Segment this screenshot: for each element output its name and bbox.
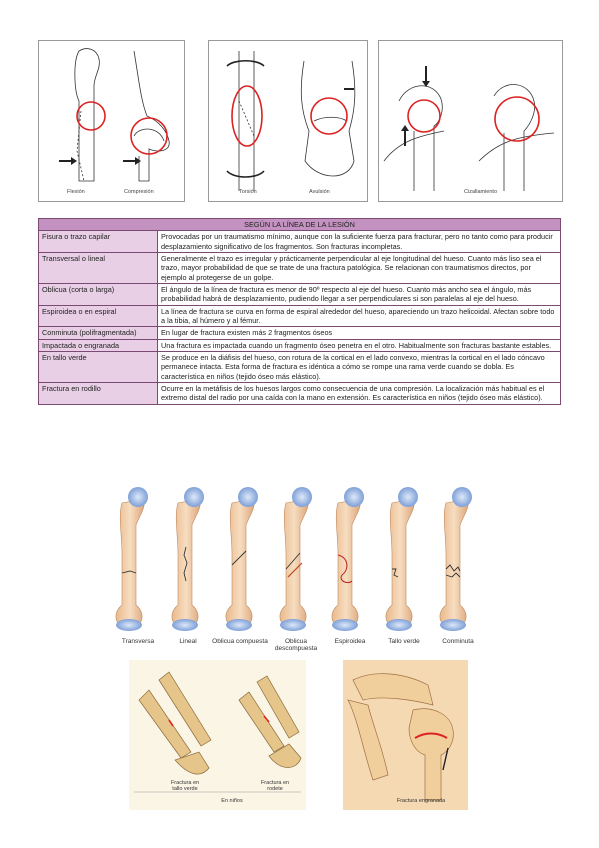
figure-torsion-avulsion: Torsión Avulsión — [208, 40, 368, 202]
bone-label-oblicua-descompuesta: Oblicua descompuesta — [274, 638, 318, 653]
row-name: Espiroidea o en espiral — [38, 304, 158, 328]
table-row: En tallo verde Se produce en la diáfisis… — [38, 350, 561, 383]
bone-espiroidea — [331, 486, 365, 632]
fracture-classification-table: SEGÚN LA LÍNEA DE LA LESIÓN Fisura o tra… — [38, 217, 561, 405]
row-description: Una fractura es impactada cuando un frag… — [157, 338, 561, 352]
row-name: En tallo verde — [38, 350, 158, 383]
bone-oblicua-compuesta — [225, 486, 259, 632]
row-description: Generalmente el trazo es irregular y prá… — [157, 251, 561, 284]
caption-fractura-engranada: Fractura engranada — [396, 798, 446, 804]
figure-flexion-compresion: Flexión Compresión — [38, 40, 185, 202]
bone-label-lineal: Lineal — [179, 638, 197, 645]
bone-label-conminuta: Conminuta — [442, 638, 474, 645]
torsion-avulsion-illustration — [226, 51, 356, 191]
table-header: SEGÚN LA LÍNEA DE LA LESIÓN — [38, 217, 561, 232]
bone-lineal — [171, 486, 205, 632]
bone-transversa — [115, 486, 149, 632]
table-row: Espiroidea o en espiral La línea de frac… — [38, 304, 561, 328]
bone-label-espiroidea: Espiroidea — [334, 638, 366, 645]
bone-label-tallo-verde: Tallo verde — [388, 638, 420, 645]
table-row: Oblicua (corta o larga) El ángulo de la … — [38, 282, 561, 306]
row-name: Transversal o lineal — [38, 251, 158, 284]
row-description: Se produce en la diáfisis del hueso, con… — [157, 350, 561, 383]
figure-fractura-engranada: Fractura engranada — [343, 660, 468, 810]
table-row: Impactada o engranada Una fractura es im… — [38, 338, 561, 352]
caption-cizallamiento: Cizallamiento — [464, 189, 498, 195]
row-name: Conminuta (polifragmentada) — [38, 326, 158, 340]
row-description: En lugar de fractura existen más 2 fragm… — [157, 326, 561, 340]
row-name: Impactada o engranada — [38, 338, 158, 352]
bone-tallo-verde — [385, 486, 419, 632]
bone-fracture-types-illustration — [115, 486, 473, 632]
table-row: Fractura en rodillo Ocurre en la metáfis… — [38, 381, 561, 405]
bone-conminuta — [439, 486, 473, 632]
bone-label-oblicua-compuesta: Oblicua compuesta — [212, 638, 268, 645]
bone-oblicua-descompuesta — [279, 486, 313, 632]
caption-torsion: Torsión — [239, 189, 257, 195]
forearm-children-illustration — [134, 671, 302, 793]
row-description: La línea de fractura se curva en forma d… — [157, 304, 561, 328]
table-row: Fisura o trazo capilar Provocadas por un… — [38, 230, 561, 253]
flexion-compression-illustration — [59, 48, 170, 182]
caption-flexion: Flexión — [67, 189, 85, 195]
shearing-illustration — [383, 66, 555, 191]
row-name: Oblicua (corta o larga) — [38, 282, 158, 306]
row-description: El ángulo de la línea de fractura es men… — [157, 282, 561, 306]
table-row: Transversal o lineal Generalmente el tra… — [38, 251, 561, 284]
row-description: Provocadas por un traumatismo mínimo, au… — [157, 230, 561, 253]
caption-en-ninos: En niños — [221, 798, 243, 804]
table-row: Conminuta (polifragmentada) En lugar de … — [38, 326, 561, 340]
row-name: Fisura o trazo capilar — [38, 230, 158, 253]
bone-label-transversa: Transversa — [121, 638, 155, 645]
caption-compresion: Compresión — [124, 189, 154, 195]
caption-tallo-verde: Fractura en tallo verde — [170, 780, 200, 793]
figure-tallo-verde-rodete: Fractura en tallo verde Fractura en rode… — [129, 660, 306, 810]
humerus-impacted-illustration — [347, 673, 454, 801]
figure-cizallamiento: Cizallamiento — [378, 40, 563, 202]
row-description: Ocurre en la metáfisis de los huesos lar… — [157, 381, 561, 405]
caption-avulsion: Avulsión — [309, 189, 330, 195]
row-name: Fractura en rodillo — [38, 381, 158, 405]
caption-rodete: Fractura en rodete — [260, 780, 290, 793]
